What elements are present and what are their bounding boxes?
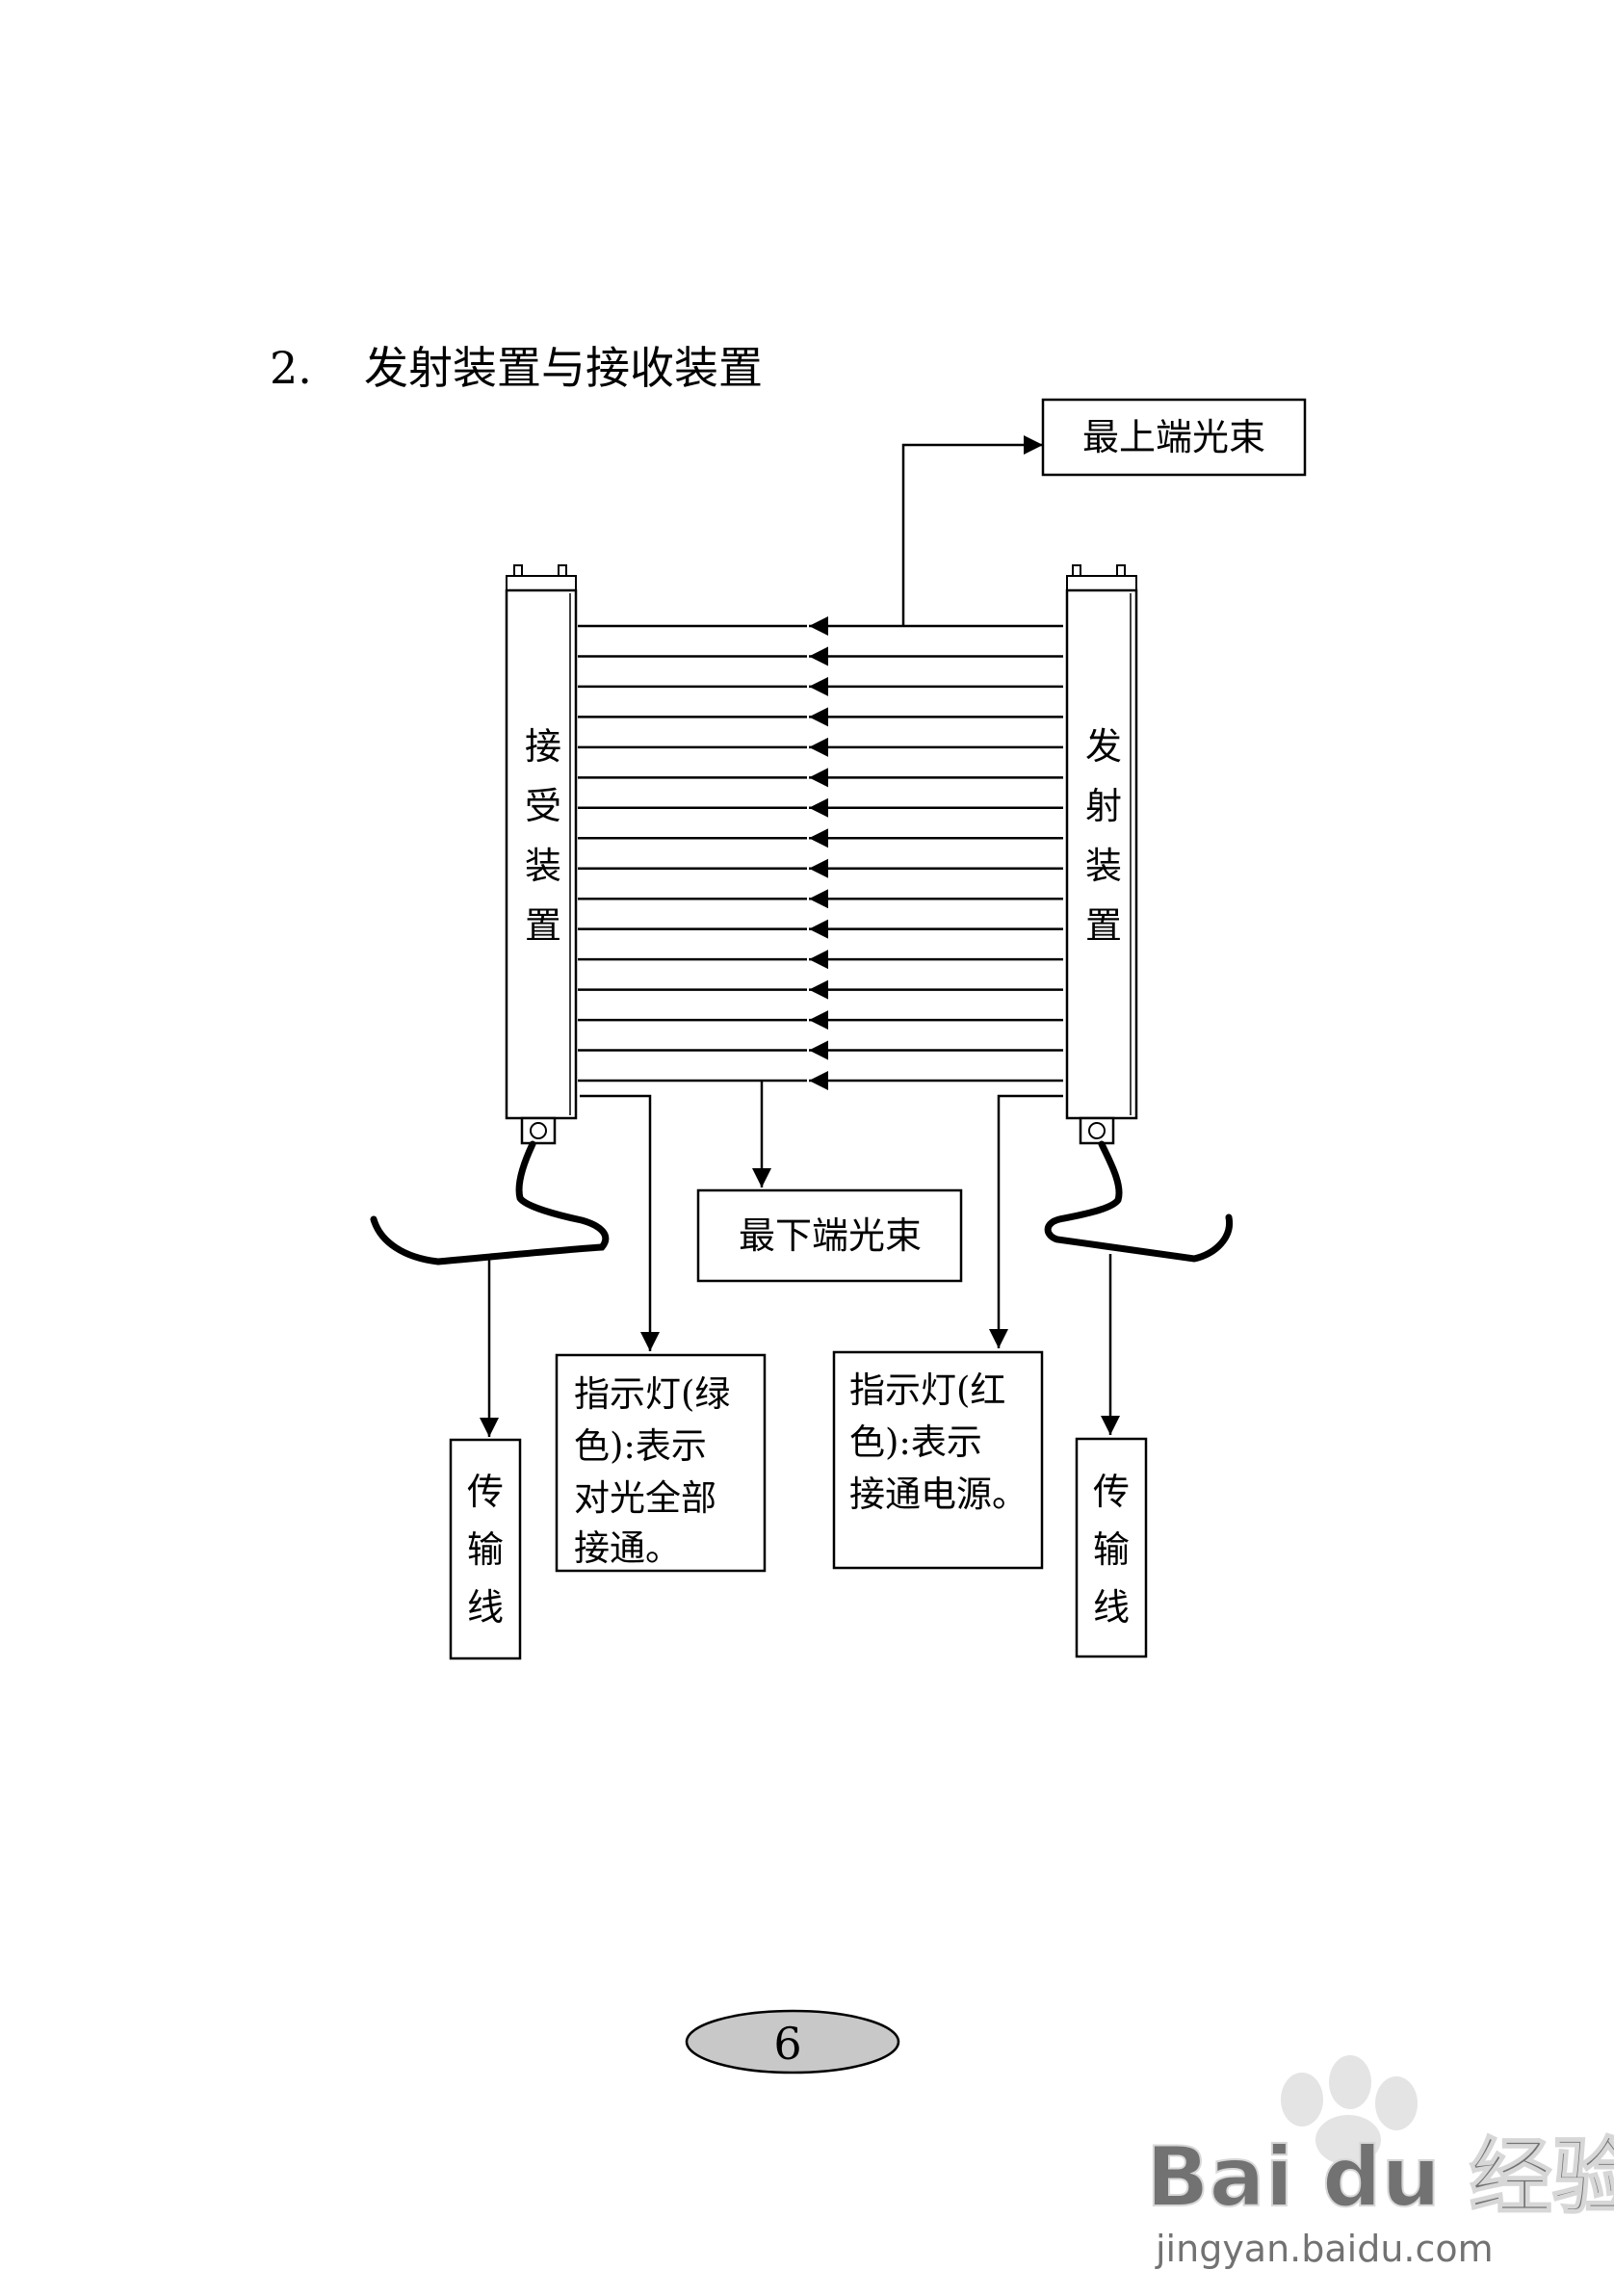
green-indicator-box [555, 1353, 767, 1573]
green-indicator-line: 接通。 [574, 1527, 681, 1569]
emitter-cable-box [1075, 1437, 1148, 1658]
section-title: 发射装置与接收装置 [364, 342, 763, 394]
bottom-beam-box [696, 1188, 963, 1283]
red-indicator-box [832, 1350, 1044, 1570]
emitter-cable [1044, 1140, 1234, 1263]
receiver-label-char: 接 [525, 725, 561, 768]
watermark-url: jingyan.baidu.com [1155, 2228, 1494, 2270]
emitter-label-char: 装 [1085, 845, 1122, 887]
red-indicator-connector [989, 1094, 1063, 1348]
emitter-label-char: 射 [1085, 785, 1122, 827]
green-indicator-line: 对光全部 [574, 1477, 716, 1519]
cable-label-char: 输 [467, 1528, 504, 1571]
red-indicator-line: 指示灯(红 [849, 1370, 1005, 1411]
top-beam-label: 最上端光束 [1082, 416, 1265, 458]
emitter-device [1065, 564, 1138, 1145]
cable-label-char: 传 [467, 1471, 504, 1513]
receiver-cable-box [449, 1438, 522, 1660]
receiver-label-char: 受 [525, 785, 561, 827]
receiver-label-char: 置 [525, 904, 561, 947]
cable-label-char: 线 [1093, 1586, 1130, 1629]
baidu-watermark: Bai du 经验 jingyan.baidu.com [1145, 2055, 1614, 2270]
light-beams [578, 616, 1063, 1090]
green-indicator-line: 指示灯(绿 [574, 1373, 730, 1415]
green-indicator-line: 色):表示 [574, 1425, 707, 1467]
red-indicator-line: 接通电源。 [849, 1474, 1028, 1515]
section-number: 2. [270, 342, 312, 394]
paw-icon [1281, 2055, 1418, 2165]
page-number-badge [685, 2009, 900, 2074]
green-indicator-connector [580, 1094, 660, 1351]
watermark-brand: Bai du 经验 [1146, 2129, 1614, 2226]
cable-label-char: 线 [467, 1586, 504, 1629]
receiver-device [505, 564, 578, 1145]
bottom-beam-label: 最下端光束 [739, 1214, 922, 1257]
cable-label-char: 输 [1093, 1528, 1130, 1571]
emitter-label-char: 发 [1085, 725, 1122, 768]
red-indicator-line: 色):表示 [849, 1422, 982, 1463]
receiver-cable [370, 1140, 610, 1265]
cable-label-char: 传 [1093, 1471, 1130, 1513]
top-beam-connector [901, 435, 1043, 626]
top-beam-box [1041, 398, 1307, 477]
emitter-label-char: 置 [1085, 904, 1122, 947]
page-number: 6 [773, 2018, 801, 2070]
receiver-label-char: 装 [525, 845, 561, 887]
